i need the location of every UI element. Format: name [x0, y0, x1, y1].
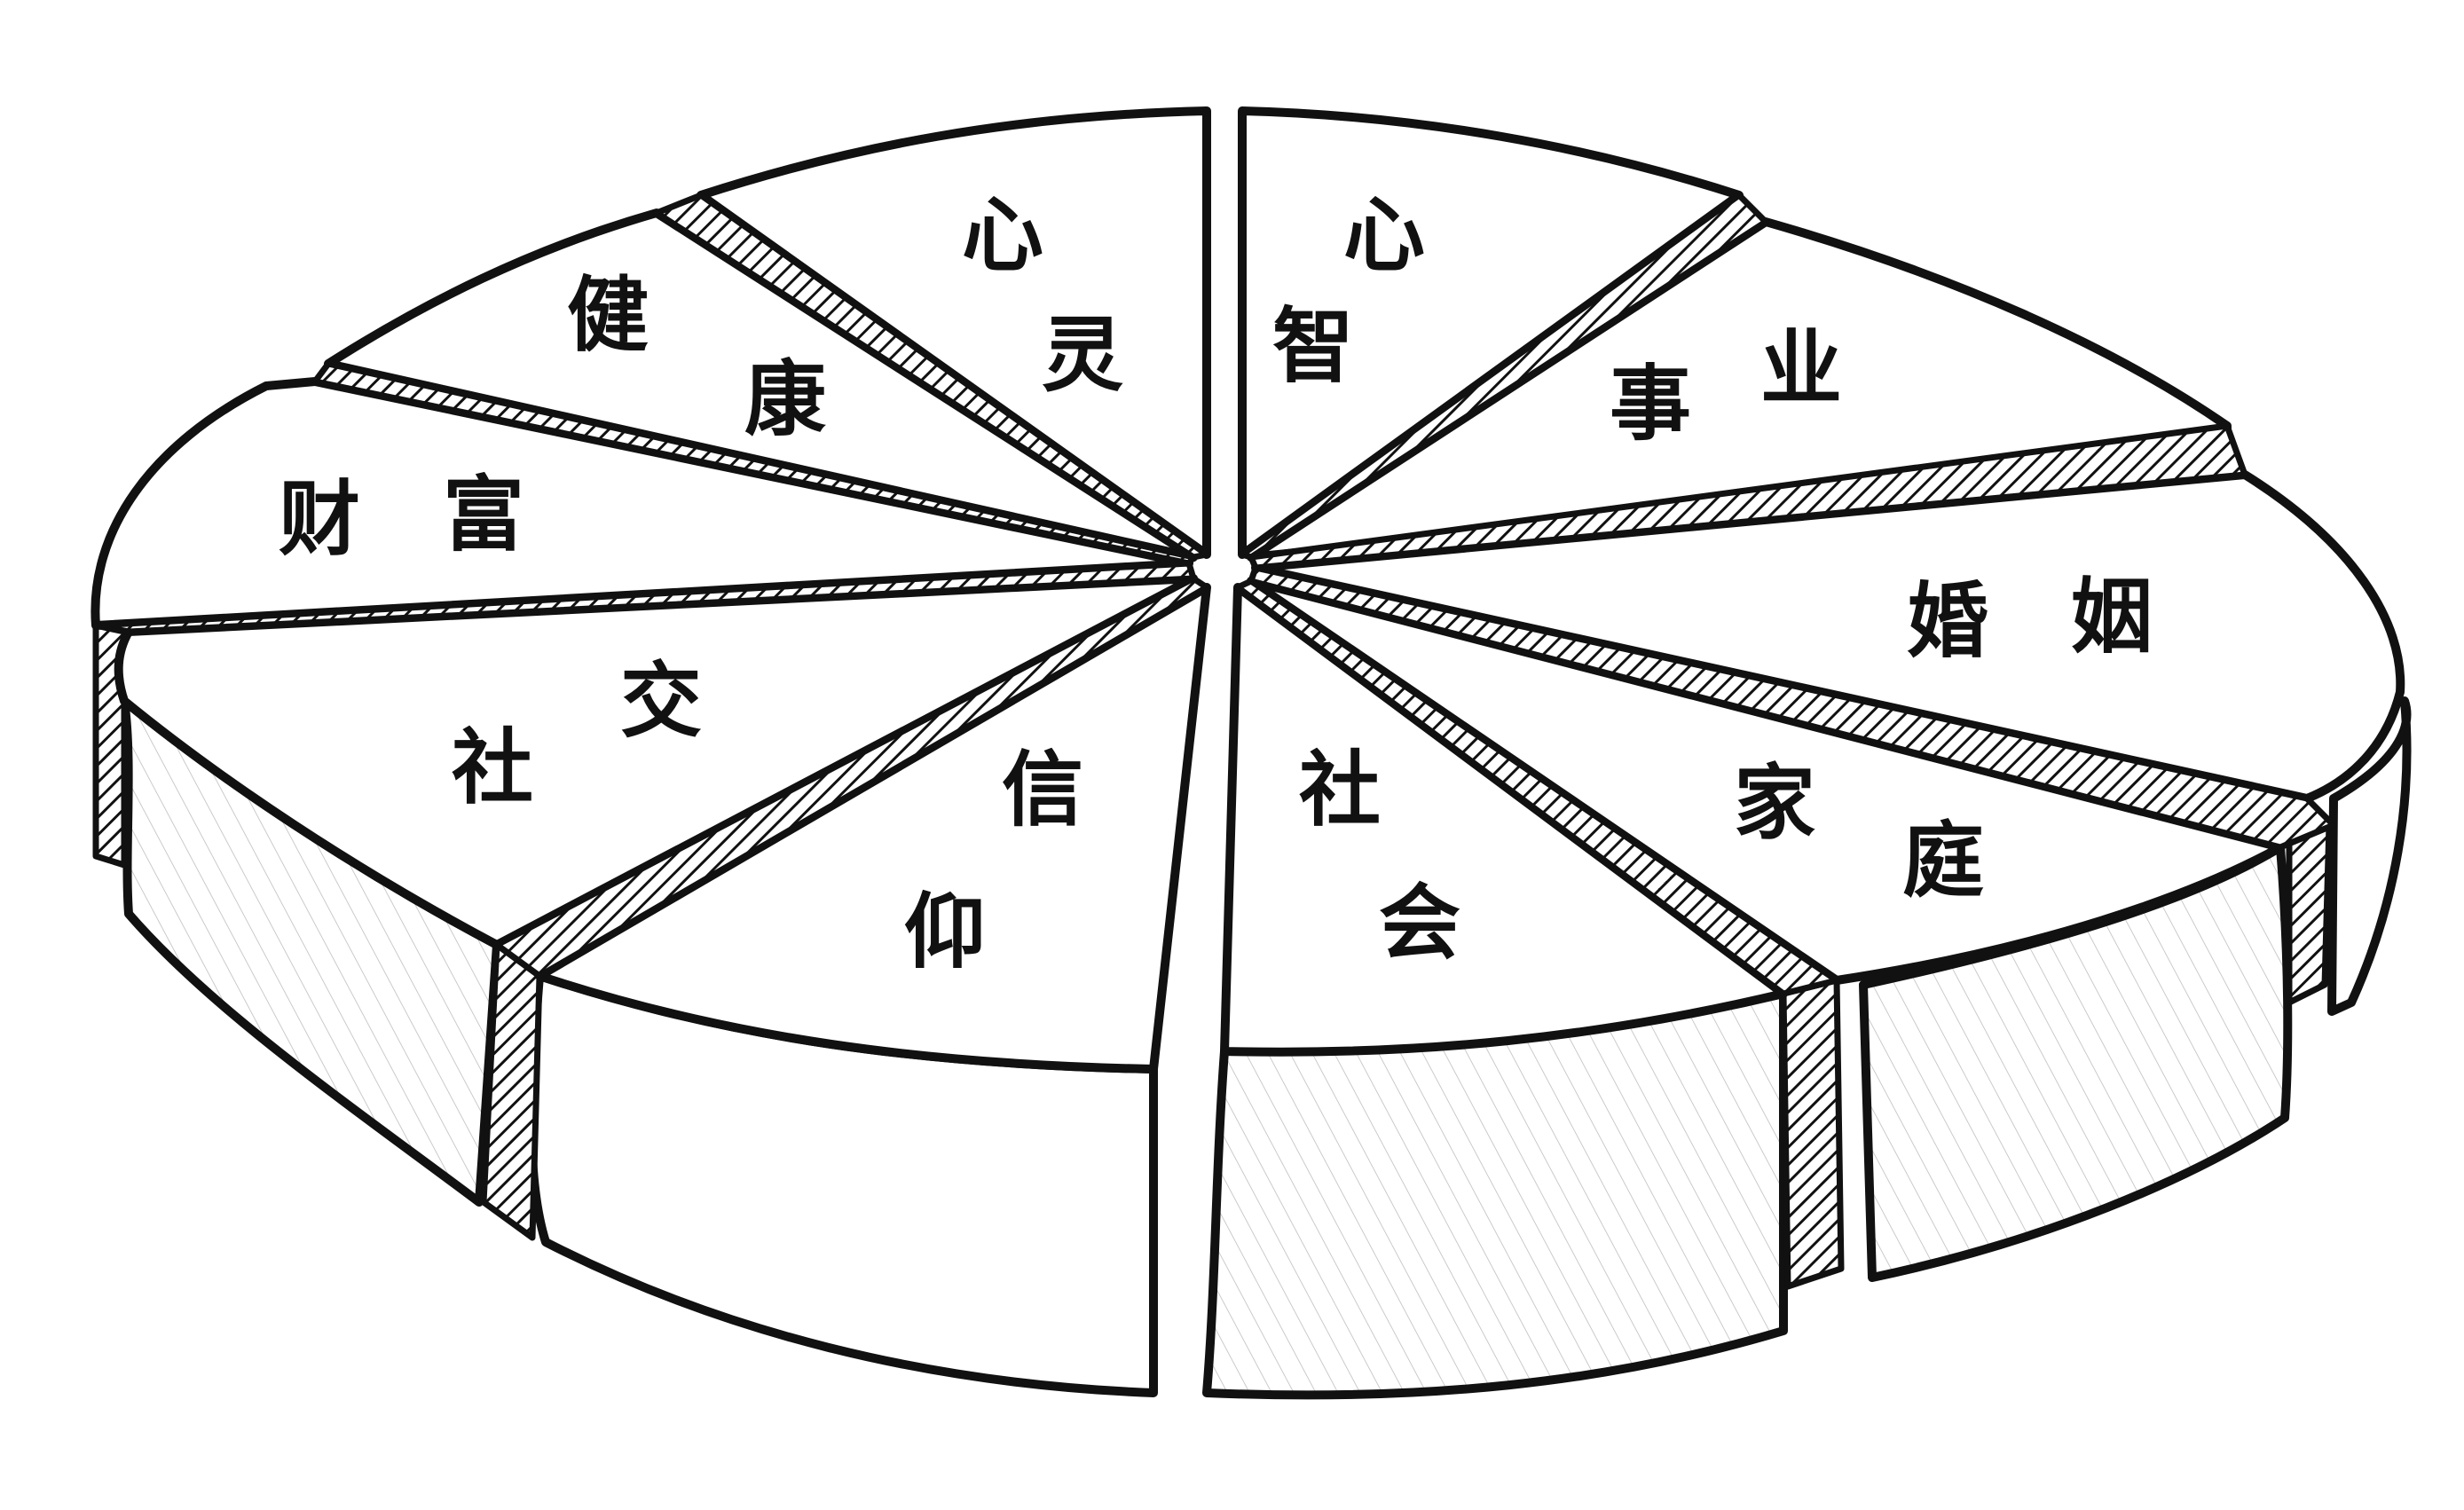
label-xinzhi-1: 心	[1343, 187, 1425, 283]
label-shejiao-2: 交	[620, 653, 702, 749]
label-jiankang-1: 健	[567, 267, 649, 363]
divider-xinling-jiankang	[653, 192, 1210, 561]
divider-hunyin-jiating	[1248, 564, 2337, 851]
label-shejiao-1: 社	[452, 720, 533, 815]
label-xinling-1: 心	[962, 187, 1043, 283]
label-xinzhi-2: 智	[1272, 298, 1354, 394]
label-xinyang-2: 仰	[904, 884, 986, 979]
label-caifu-2: 富	[443, 467, 524, 562]
label-caifu-1: 财	[279, 471, 360, 567]
label-jiating-1: 家	[1734, 755, 1815, 851]
label-jiankang-2: 康	[744, 351, 826, 447]
label-xinling-2: 灵	[1042, 307, 1123, 403]
wheel-dividers	[92, 192, 2337, 997]
wall-strip-front-left	[480, 941, 543, 1241]
slice-caifu	[91, 377, 1193, 630]
slice-xinzhi	[1238, 106, 1744, 559]
label-hunyin-2: 姻	[2071, 569, 2153, 665]
slice-shejiao	[114, 574, 1198, 949]
slice-jiating	[1247, 577, 2285, 985]
divider-jiating-shehui	[1234, 578, 1840, 997]
wall-strip-front-right	[1780, 977, 1845, 1290]
divider-jiankang-caifu	[311, 360, 1197, 567]
slice-xinyang	[535, 583, 1211, 1074]
label-shiye-2: 业	[1760, 320, 1842, 416]
label-shehui-2: 会	[1379, 875, 1460, 971]
divider-shejiao-xinyang	[493, 575, 1210, 979]
wall-hunyin	[2327, 696, 2412, 1016]
label-xinyang-1: 信	[1002, 742, 1083, 838]
label-hunyin-1: 婚	[1907, 573, 1988, 669]
wheel-walls	[92, 622, 2412, 1400]
slice-hunyin	[1251, 470, 2405, 803]
label-shehui-1: 社	[1299, 742, 1381, 838]
slice-shehui	[1220, 583, 1788, 1057]
label-jiating-2: 庭	[1902, 813, 1984, 908]
slice-jiankang	[324, 208, 1198, 562]
wheel-labels: 心 灵 心 智 事 业 婚 姻 家 庭 社 会 信 仰 社 交 财 富 健 康	[279, 187, 2153, 979]
slice-xinling	[697, 106, 1211, 559]
label-shiye-1: 事	[1610, 356, 1691, 452]
wheel-top	[91, 106, 2405, 1074]
